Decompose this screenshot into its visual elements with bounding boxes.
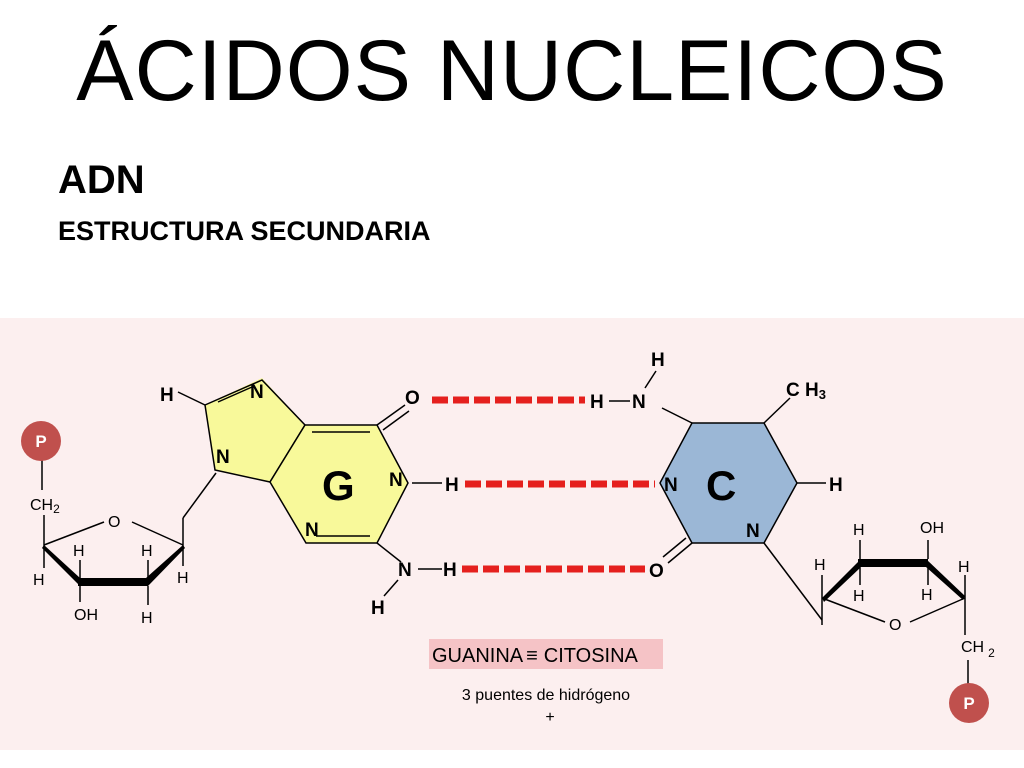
- hydrogen-bonds: [432, 396, 655, 573]
- guanine-n2: N: [398, 560, 412, 581]
- guanine-h1: H: [445, 475, 459, 496]
- pair-caption-bg: [429, 639, 663, 669]
- left-phosphate-circle: [21, 421, 61, 461]
- cytosine-n3: N: [664, 475, 678, 496]
- left-sugar: CH2 O H H OH H H H: [30, 472, 217, 627]
- left-sugar-h4: H: [141, 610, 153, 627]
- cytosine-h4a: H: [590, 392, 604, 413]
- left-sugar-h1: H: [33, 572, 45, 589]
- right-sugar-h2: H: [853, 522, 865, 539]
- left-sugar-oh: OH: [74, 607, 98, 624]
- left-sugar-h5: H: [177, 570, 189, 587]
- cytosine-label: C: [706, 462, 736, 509]
- pair-caption-text: GUANINA≡CITOSINA: [432, 645, 639, 667]
- bond-note: 3 puentes de hidrógeno: [462, 687, 630, 704]
- right-sugar-h1: H: [814, 557, 826, 574]
- cytosine-n4: N: [632, 392, 646, 413]
- cytosine-base: N N C H N H C H3 H O: [590, 350, 843, 621]
- guanine-n9: N: [216, 447, 230, 468]
- cytosine-ch3: C H3: [786, 380, 826, 402]
- guanine-n1: N: [389, 470, 403, 491]
- right-sugar-h3: H: [853, 588, 865, 605]
- right-phosphate-circle: [949, 683, 989, 723]
- guanine-o6: O: [405, 388, 420, 409]
- diagram-panel: P CH2 O H H OH H H H N N: [0, 318, 1024, 750]
- guanine-h8: H: [160, 385, 174, 406]
- bond-note-mark: +: [545, 709, 554, 726]
- slide-subtitle: ADN: [58, 158, 145, 202]
- slide-title: ÁCIDOS NUCLEICOS: [76, 23, 948, 119]
- cytosine-h4b: H: [651, 350, 665, 371]
- guanine-cytosine-diagram: P CH2 O H H OH H H H N N: [21, 350, 995, 726]
- slide-subsubtitle: ESTRUCTURA SECUNDARIA: [58, 216, 431, 246]
- guanine-n7: N: [250, 382, 264, 403]
- guanine-h2b: H: [371, 598, 385, 619]
- right-phosphate-label: P: [963, 694, 974, 713]
- guanine-h2a: H: [443, 560, 457, 581]
- guanine-base: N N N N G H O H N H H: [160, 378, 459, 619]
- right-phosphate: P: [949, 683, 989, 723]
- right-sugar-h5: H: [958, 559, 970, 576]
- left-sugar-o: O: [108, 514, 120, 531]
- left-sugar-h2: H: [73, 543, 85, 560]
- cytosine-n1: N: [746, 521, 760, 542]
- left-sugar-bold-edge: [42, 545, 80, 586]
- guanine-label: G: [322, 462, 355, 509]
- left-phosphate-label: P: [35, 432, 46, 451]
- left-sugar-h3: H: [141, 543, 153, 560]
- cytosine-o2: O: [649, 561, 664, 582]
- pair-caption: GUANINA≡CITOSINA 3 puentes de hidrógeno …: [429, 639, 663, 726]
- left-ch2-label: CH2: [30, 497, 60, 516]
- guanine-n3: N: [305, 520, 319, 541]
- right-sugar-oh: OH: [920, 520, 944, 537]
- right-sugar-o: O: [889, 617, 901, 634]
- right-sugar-h4: H: [921, 587, 933, 604]
- left-phosphate: P: [21, 421, 61, 490]
- cytosine-h6: H: [829, 475, 843, 496]
